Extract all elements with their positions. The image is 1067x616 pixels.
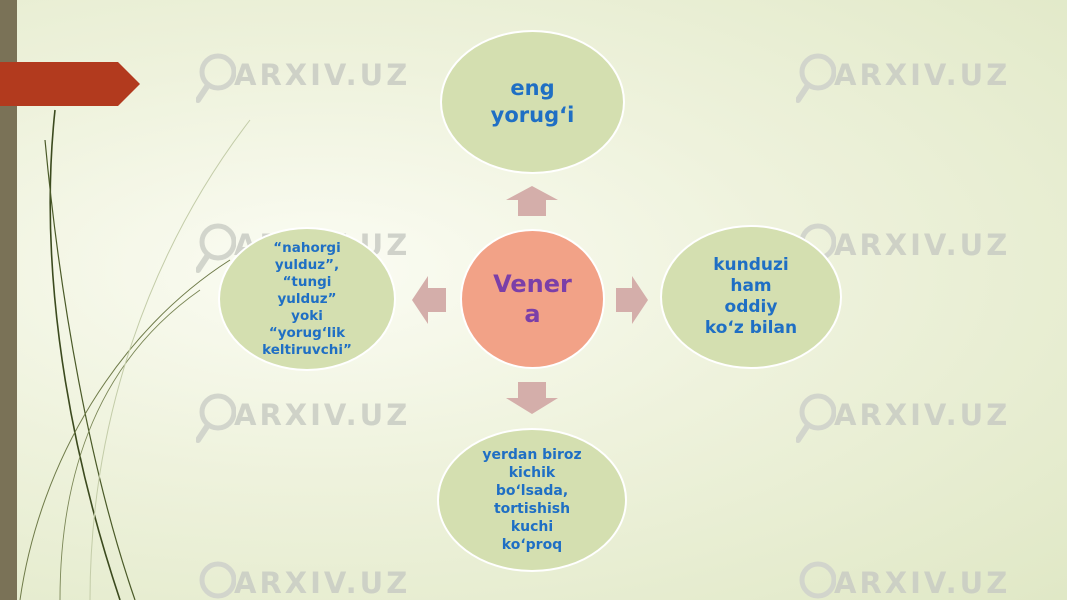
watermark: ARXIV.UZ [196,48,407,108]
node-bottom-label: yerdan biroz kichik bo‘lsada, tortishish… [482,447,582,553]
magnifier-icon [196,223,236,273]
arrow-right [616,276,648,324]
watermark-text: ARXIV.UZ [834,228,1011,262]
arrow-up [506,186,558,216]
watermark: ARXIV.UZ [796,48,1007,108]
sidebar-bar [0,0,17,600]
node-left: “nahorgi yulduz”, “tungi yulduz” yoki “y… [218,227,396,371]
watermark-text: ARXIV.UZ [234,58,411,92]
node-top: eng yorug‘i [440,30,625,174]
node-bottom: yerdan biroz kichik bo‘lsada, tortishish… [437,428,627,572]
magnifier-icon [796,393,836,443]
arrow-left [412,276,446,324]
node-right: kunduzi ham oddiy ko‘z bilan [660,225,842,369]
watermark-text: ARXIV.UZ [234,398,411,432]
node-left-label: “nahorgi yulduz”, “tungi yulduz” yoki “y… [262,239,352,358]
watermark-text: ARXIV.UZ [834,566,1011,600]
decorative-curves [19,109,251,600]
magnifier-icon [196,53,236,103]
watermark-text: ARXIV.UZ [234,566,411,600]
watermark: ARXIV.UZ [796,388,1007,448]
node-right-label: kunduzi ham oddiy ko‘z bilan [704,255,798,338]
accent-tab [0,62,140,106]
magnifier-icon [196,393,236,443]
magnifier-icon [799,561,836,599]
node-center: Vener a [460,229,605,369]
watermark: ARXIV.UZ [196,388,407,448]
watermark: ARXIV.UZ [796,556,1007,616]
node-top-label: eng yorug‘i [490,76,575,127]
node-center-label: Vener a [493,270,572,328]
magnifier-icon [199,561,236,599]
watermark-text: ARXIV.UZ [834,398,1011,432]
watermark: ARXIV.UZ [196,556,407,616]
watermark: ARXIV.UZ [796,218,1007,278]
magnifier-icon [796,53,836,103]
arrow-down [506,382,558,414]
watermark-text: ARXIV.UZ [834,58,1011,92]
